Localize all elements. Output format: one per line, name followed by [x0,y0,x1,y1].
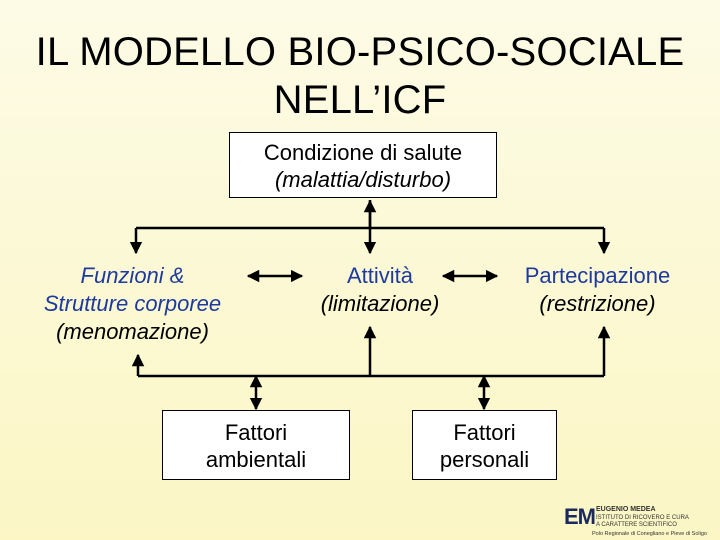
environmental-line-2: ambientali [205,447,307,472]
institution-logo: EM EUGENIO MEDEA ISTITUTO DI RICOVERO E … [552,488,720,540]
activity-sub: (limitazione) [320,291,440,316]
title-line-1: IL MODELLO BIO-PSICO-SOCIALE [35,30,685,74]
logo-mark: EM [564,504,596,529]
activity-node: Attività (limitazione) [300,262,460,318]
health-condition-label: Condizione di salute [263,140,463,165]
environmental-factors-box: Fattori ambientali [162,410,350,480]
title-line-2: NELL’ICF [273,78,447,122]
participation-sub: (restrizione) [539,291,656,316]
body-functions-sub: (menomazione) [56,319,209,344]
participation-label: Partecipazione [524,263,671,288]
personal-line-1: Fattori [453,420,516,445]
personal-line-2: personali [439,447,530,472]
logo-line-4: Polo Regionale di Conegliano e Pieve di … [592,531,707,537]
environmental-line-1: Fattori [224,420,288,445]
logo-line-3: A CARATTERE SCIENTIFICO [596,522,677,528]
logo-line-2: ISTITUTO DI RICOVERO E CURA [596,515,689,521]
body-functions-line-1: Funzioni & [80,263,185,288]
health-condition-box: Condizione di salute (malattia/disturbo) [229,132,497,198]
page-title: IL MODELLO BIO-PSICO-SOCIALE NELL’ICF [0,28,720,124]
activity-label: Attività [346,263,414,288]
participation-node: Partecipazione (restrizione) [500,262,695,318]
personal-factors-box: Fattori personali [412,410,557,480]
body-functions-line-2: Strutture corporee [43,291,222,316]
body-functions-node: Funzioni & Strutture corporee (menomazio… [10,262,255,346]
health-condition-sub: (malattia/disturbo) [274,167,452,192]
logo-line-1: EUGENIO MEDEA [596,506,656,513]
